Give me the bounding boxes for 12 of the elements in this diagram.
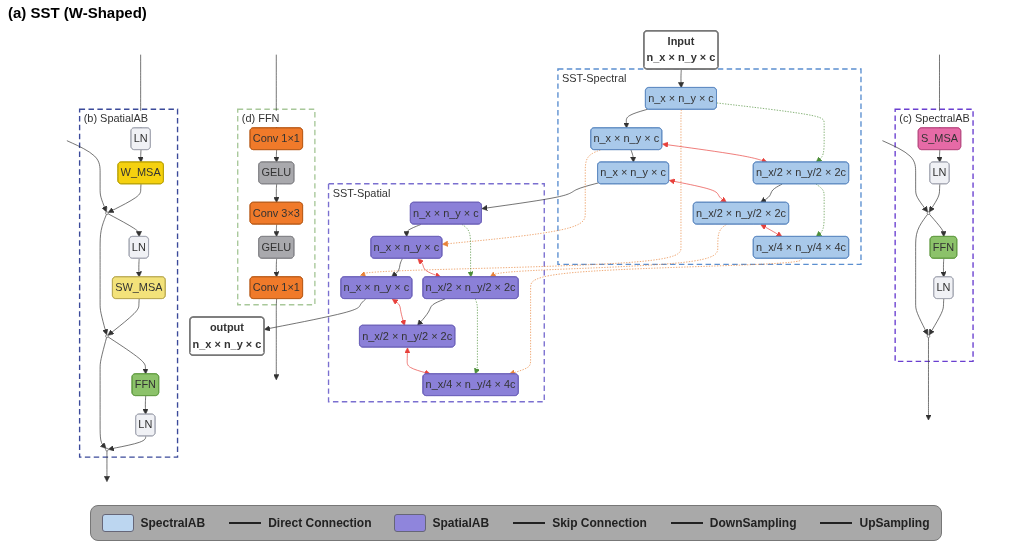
node-circle <box>926 334 930 338</box>
legend-text: Skip Connection <box>552 516 647 530</box>
node-circle <box>926 211 930 215</box>
node-circle <box>104 447 109 452</box>
legend-text: DownSampling <box>709 516 797 530</box>
node-circle <box>104 334 109 338</box>
legend-text: Direct Connection <box>268 516 372 530</box>
legend-text: SpatialAB <box>432 516 490 530</box>
legend-text: UpSampling <box>859 516 930 530</box>
figure-title: (a) SST (W-Shaped) <box>8 4 147 21</box>
legend-text: SpectralAB <box>140 516 206 530</box>
node-circle <box>104 211 109 215</box>
